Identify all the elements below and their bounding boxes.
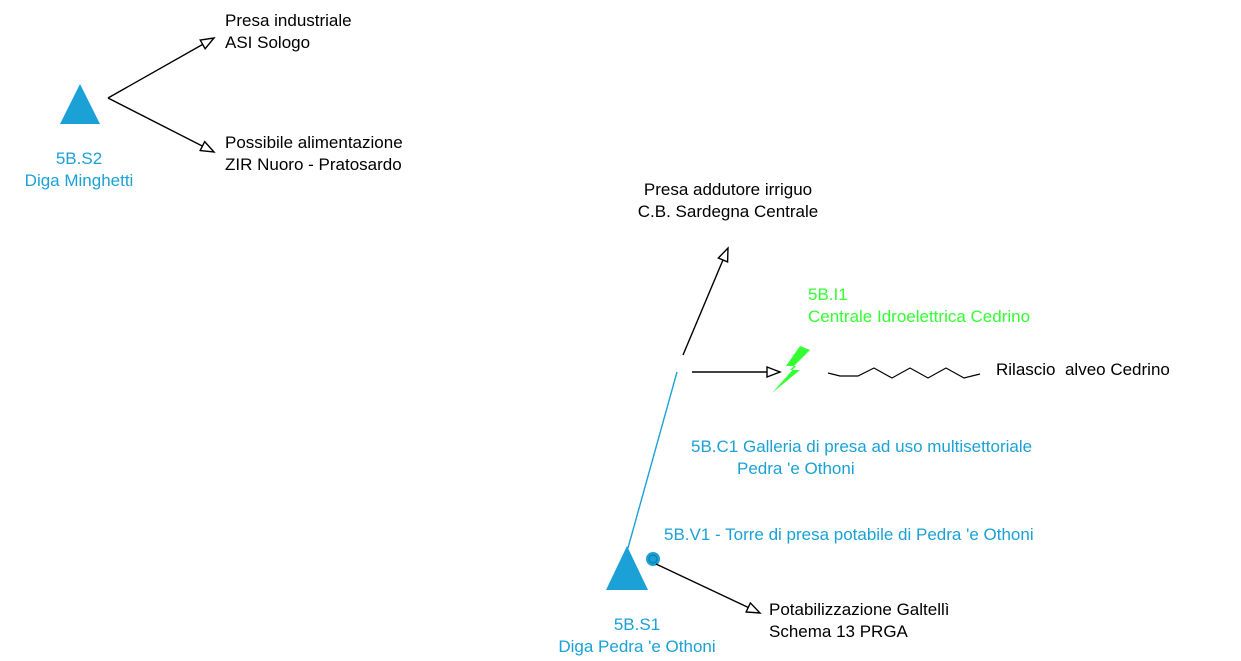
dam-pedra-name: Diga Pedra 'e Othoni — [558, 637, 716, 656]
potabilizzazione-label: Potabilizzazione Galtellì Schema 13 PRGA — [769, 599, 949, 643]
river-release-zigzag — [827, 367, 981, 379]
arrow-to-possibile-alimentazione — [107, 97, 214, 152]
presa-irrigua-label: Presa addutore irriguo C.B. Sardegna Cen… — [638, 179, 819, 223]
intake-tower-icon — [646, 552, 660, 566]
dam-pedra-code: 5B.S1 — [613, 615, 661, 634]
arrow-to-presa-irrigua — [682, 248, 728, 356]
dam-pedra-label: 5B.S1 Diga Pedra 'e Othoni — [558, 614, 715, 658]
galleria-line2: Pedra 'e Othoni — [737, 459, 855, 478]
centrale-name: Centrale Idroelettrica Cedrino — [808, 307, 1031, 326]
presa-industriale-line1: Presa industriale — [225, 11, 352, 30]
dam-minghetti-name: Diga Minghetti — [24, 171, 134, 190]
arrow-to-potabilizzazione — [655, 563, 760, 613]
potabilizzazione-line1: Potabilizzazione Galtellì — [769, 600, 950, 619]
potabilizzazione-line2: Schema 13 PRGA — [769, 622, 908, 641]
galleria-line1: 5B.C1 Galleria di presa ad uso multisett… — [691, 437, 1033, 456]
centrale-code: 5B.I1 — [808, 285, 848, 304]
presa-industriale-label: Presa industriale ASI Sologo — [225, 10, 352, 54]
dam-minghetti-label: 5B.S2 Diga Minghetti — [25, 148, 134, 192]
dam-pedra-triangle-icon — [606, 546, 648, 590]
galleria-line — [627, 371, 678, 549]
dam-minghetti-triangle-icon — [60, 84, 100, 124]
rilascio-label: Rilascio alveo Cedrino — [996, 360, 1170, 379]
possibile-alimentazione-line2: ZIR Nuoro - Pratosardo — [225, 155, 402, 174]
dam-minghetti-code: 5B.S2 — [55, 149, 103, 168]
possibile-alimentazione-label: Possibile alimentazione ZIR Nuoro - Prat… — [225, 132, 403, 176]
presa-irrigua-line2: C.B. Sardegna Centrale — [637, 202, 819, 221]
arrow-to-presa-industriale — [107, 38, 214, 99]
galleria-label: 5B.C1 Galleria di presa ad uso multisett… — [691, 436, 1032, 480]
possibile-alimentazione-line1: Possibile alimentazione — [225, 133, 403, 152]
presa-irrigua-line1: Presa addutore irriguo — [643, 180, 813, 199]
centrale-label: 5B.I1 Centrale Idroelettrica Cedrino — [808, 284, 1030, 328]
presa-industriale-line2: ASI Sologo — [225, 33, 311, 52]
lightning-bolt-icon — [772, 346, 810, 393]
torre-label: 5B.V1 - Torre di presa potabile di Pedra… — [664, 525, 1034, 544]
